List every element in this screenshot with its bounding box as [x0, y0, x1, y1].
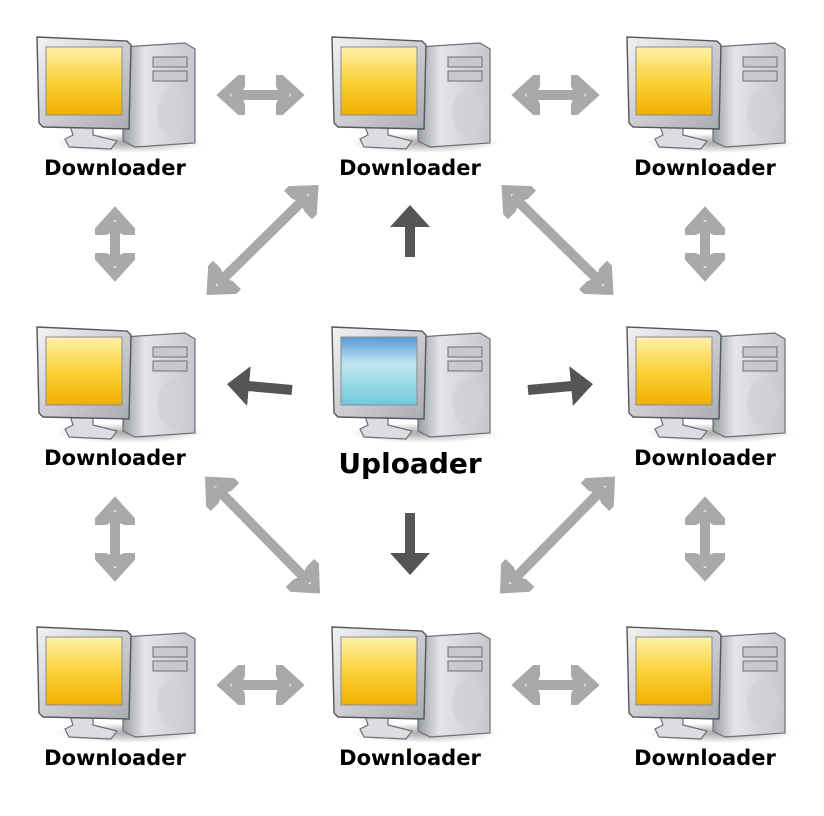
downloader-node-n22: Downloader	[626, 626, 795, 770]
screen	[340, 46, 418, 116]
computer-icon	[331, 326, 500, 443]
upload-arrow-n11-n12	[527, 366, 593, 407]
downloader-label: Downloader	[44, 156, 186, 180]
peer-arrow-n10-n21	[217, 488, 309, 581]
computer-icon	[331, 36, 500, 153]
peer-arrow-n01-n12	[513, 197, 601, 284]
screen	[340, 636, 418, 706]
screen	[45, 636, 123, 706]
screen	[635, 46, 713, 116]
screen	[635, 336, 713, 406]
downloader-node-n12: Downloader	[626, 326, 795, 470]
screen	[45, 336, 123, 406]
upload-arrow-n11-n10	[227, 366, 293, 407]
screen	[340, 336, 418, 406]
computer-icon	[36, 36, 205, 153]
downloader-node-n02: Downloader	[626, 36, 795, 180]
downloader-label: Downloader	[44, 746, 186, 770]
downloader-label: Downloader	[634, 746, 776, 770]
screen	[635, 636, 713, 706]
downloader-node-n21: Downloader	[331, 626, 500, 770]
computer-icon	[626, 326, 795, 443]
downloader-label: Downloader	[634, 156, 776, 180]
downloader-label: Downloader	[44, 446, 186, 470]
screen	[45, 46, 123, 116]
downloader-label: Downloader	[634, 446, 776, 470]
computer-icon	[626, 36, 795, 153]
downloader-node-n20: Downloader	[36, 626, 205, 770]
downloader-node-n10: Downloader	[36, 326, 205, 470]
downloader-label: Downloader	[339, 156, 481, 180]
peer-arrow-n21-n12	[512, 488, 604, 581]
computer-icon	[331, 626, 500, 743]
edges-layer	[115, 95, 705, 685]
computer-icon	[36, 326, 205, 443]
uploader-label: Uploader	[338, 447, 482, 480]
downloader-node-n01: Downloader	[331, 36, 500, 180]
downloader-label: Downloader	[339, 746, 481, 770]
uploader-node-n11: Uploader	[331, 326, 500, 480]
computer-icon	[36, 626, 205, 743]
peer-arrow-n10-n01	[218, 197, 306, 284]
computer-icon	[626, 626, 795, 743]
downloader-node-n00: Downloader	[36, 36, 205, 180]
